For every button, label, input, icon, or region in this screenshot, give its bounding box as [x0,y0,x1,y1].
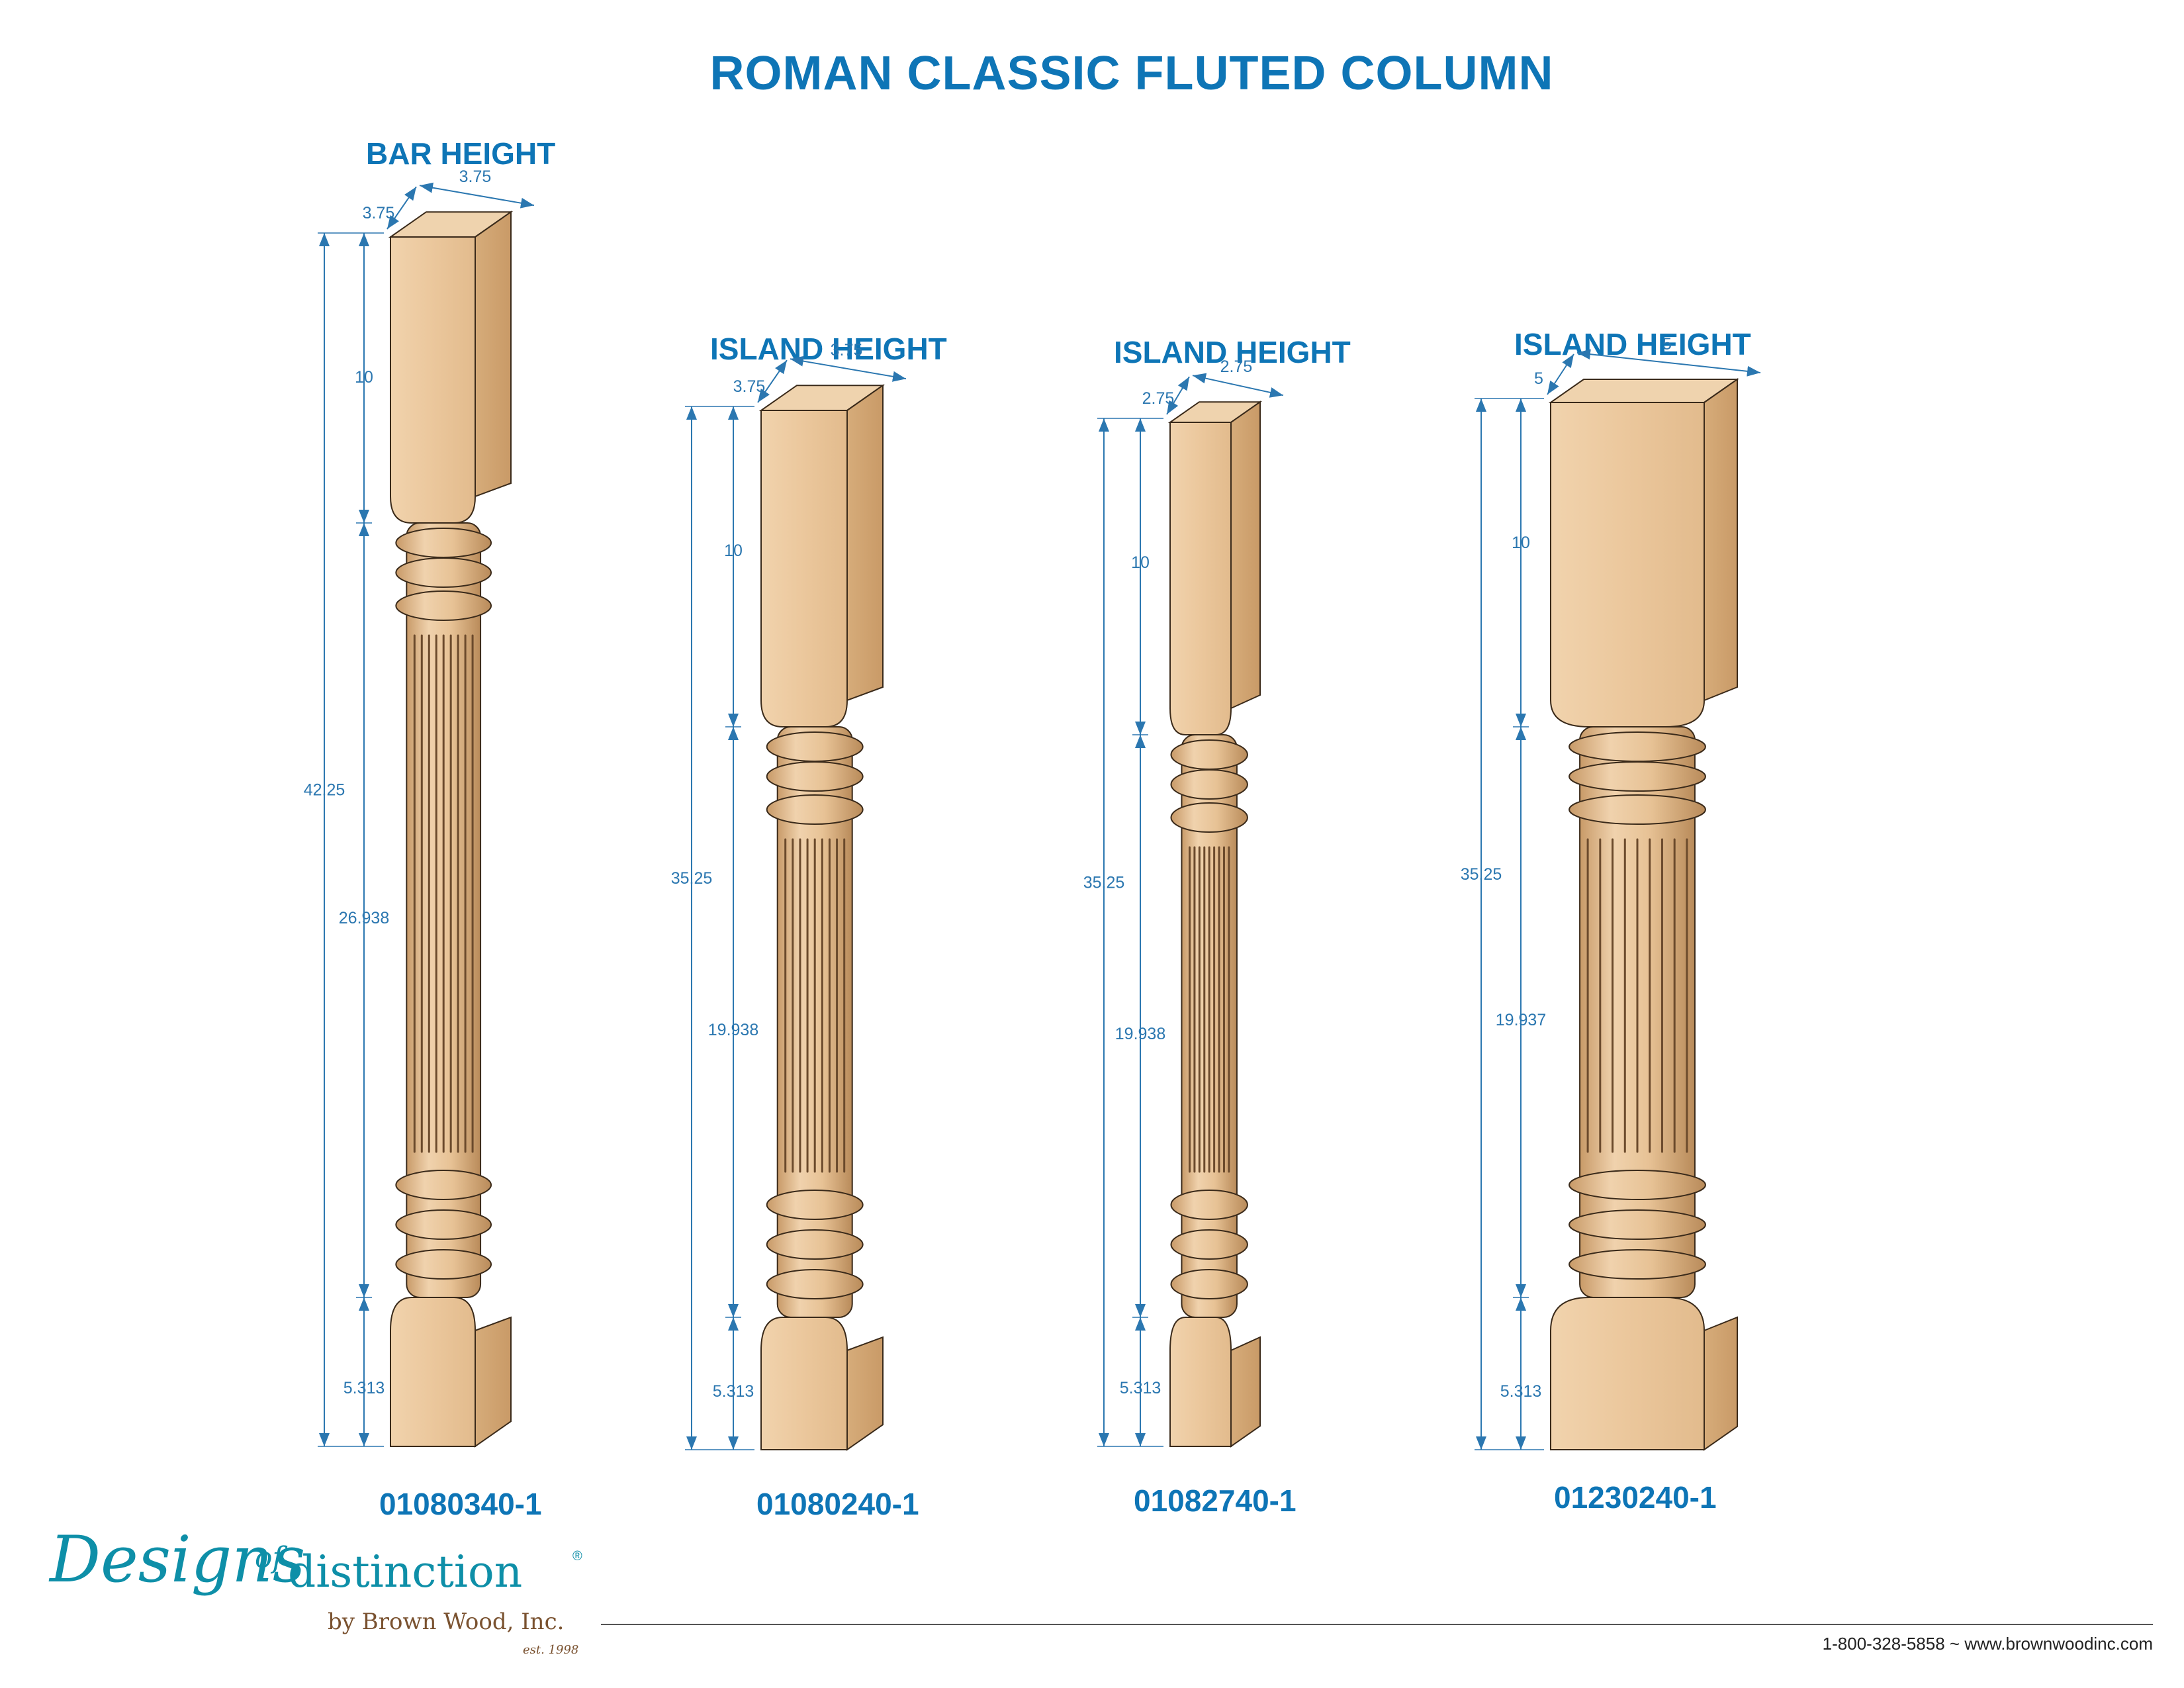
top-block-label: 10 [724,541,743,560]
depth-dimension [1547,353,1574,395]
width-label: 3.75 [831,341,863,359]
shaft-length-label: 19.938 [1115,1025,1165,1043]
contact-info: 1-800-328-5858 ~ www.brownwoodinc.com [1822,1634,2153,1654]
column-1-bottom-ring [395,1170,492,1200]
overall-height-label: 35.25 [671,869,713,888]
column-3-base-block [1169,1317,1232,1447]
footer-rule [601,1624,2153,1625]
depth-label: 3.75 [733,377,766,396]
column-3 [1167,400,1263,1448]
column-1-height-label: BAR HEIGHT [366,136,556,171]
overall-height-label: 35.25 [1083,874,1125,892]
base-block-label: 5.313 [1120,1379,1161,1397]
depth-dimension [757,359,788,403]
base-block-label: 5.313 [343,1379,385,1397]
overall-height-label: 35.25 [1461,865,1502,884]
column-1-top-ring [395,528,492,558]
column-3-top-side [1230,400,1261,710]
top-block-label: 10 [1512,534,1530,552]
page-title: ROMAN CLASSIC FLUTED COLUMN [709,47,1554,100]
column-4-top-ring [1569,761,1706,792]
logo-est: est. 1998 [523,1643,579,1657]
column-4-top-ring [1569,731,1706,762]
logo-distinction-text: distinction [288,1546,523,1597]
width-dimension [1192,373,1284,398]
column-2-top-ring [766,731,864,762]
width-dimension [790,355,907,382]
depth-dimension [1166,376,1190,415]
width-label: 5 [1662,335,1672,353]
columns-layer [388,211,1740,1451]
width-dimension [419,182,535,209]
column-2-top-side [846,384,884,702]
column-2-top-ring [766,794,864,825]
shaft-length-label: 19.938 [708,1021,758,1039]
column-1 [388,211,514,1448]
column-4-bottom-ring [1569,1170,1706,1200]
logo-registered-mark: ® [572,1549,582,1564]
column-3-top-block [1169,422,1232,735]
column-4-top-ring [1569,794,1706,825]
base-block-label: 5.313 [713,1382,754,1401]
overall-height-label: 42.25 [304,781,345,800]
column-1-top-block [390,236,476,524]
column-2 [758,384,886,1451]
base-block-label: 5.313 [1500,1382,1542,1401]
column-4-top-side [1704,378,1738,702]
depth-label: 5 [1534,369,1543,388]
column-3-bottom-ring [1170,1269,1248,1299]
column-3-bottom-ring [1170,1190,1248,1220]
column-2-top-block [760,410,848,727]
column-1-bottom-ring [395,1249,492,1280]
shaft-length-label: 26.938 [339,909,389,927]
depth-label: 3.75 [363,204,395,222]
column-1-top-ring [395,557,492,588]
column-4-base-block [1550,1297,1705,1450]
top-block-label: 10 [355,368,373,387]
column-4-top-block [1550,402,1705,727]
column-4-dimensions: 35.25 10 19.937 5.313 5 5 [1461,335,1761,1450]
column-1-bottom-ring [395,1209,492,1240]
column-3-dimensions: 35.25 10 19.938 5.313 2.75 2.75 [1083,357,1284,1447]
column-2-part-number: 01080240-1 [756,1487,919,1521]
column-1-base-side [475,1316,512,1448]
column-2-bottom-ring [766,1229,864,1260]
column-1-top-side [475,211,512,498]
column-2-bottom-ring [766,1190,864,1220]
logo-designs-text: Designs [50,1523,306,1597]
column-3-top-ring [1170,739,1248,770]
logo-byline: by Brown Wood, Inc. [328,1609,565,1635]
column-4-bottom-ring [1569,1249,1706,1280]
column-2-base-side [846,1336,884,1451]
column-1-base-block [390,1297,476,1447]
column-1-dimensions: 42.25 10 26.938 5.313 3.75 3.75 [304,167,535,1447]
column-2-top-ring [766,761,864,792]
column-1-top-ring [395,590,492,621]
column-3-bottom-ring [1170,1229,1248,1260]
dimensions-layer: 42.25 10 26.938 5.313 3.75 3.75 35.25 10 19.938 5… [304,167,1761,1450]
width-label: 3.75 [459,167,492,186]
logo-of-text: of [255,1541,283,1575]
column-3-top-ring [1170,802,1248,833]
column-3-height-label: ISLAND HEIGHT [1114,335,1351,369]
column-3-part-number: 01082740-1 [1134,1483,1297,1518]
column-3-base-side [1230,1336,1261,1448]
column-4-base-side [1704,1316,1738,1451]
column-2-bottom-ring [766,1269,864,1299]
column-4 [1548,378,1740,1451]
column-1-part-number: 01080340-1 [379,1487,542,1521]
column-4-part-number: 01230240-1 [1554,1480,1717,1515]
shaft-length-label: 19.937 [1496,1011,1546,1029]
top-block-label: 10 [1131,553,1150,572]
depth-label: 2.75 [1142,389,1175,408]
column-4-bottom-ring [1569,1209,1706,1240]
width-dimension [1576,349,1761,377]
column-3-top-ring [1170,769,1248,800]
width-label: 2.75 [1220,357,1253,376]
depth-dimension [387,186,417,230]
brand-logo: Designs of distinction ® by Brown Wood, … [50,1523,619,1662]
column-2-base-block [760,1317,848,1450]
column-2-dimensions: 35.25 10 19.938 5.313 3.75 3.75 [671,341,907,1450]
